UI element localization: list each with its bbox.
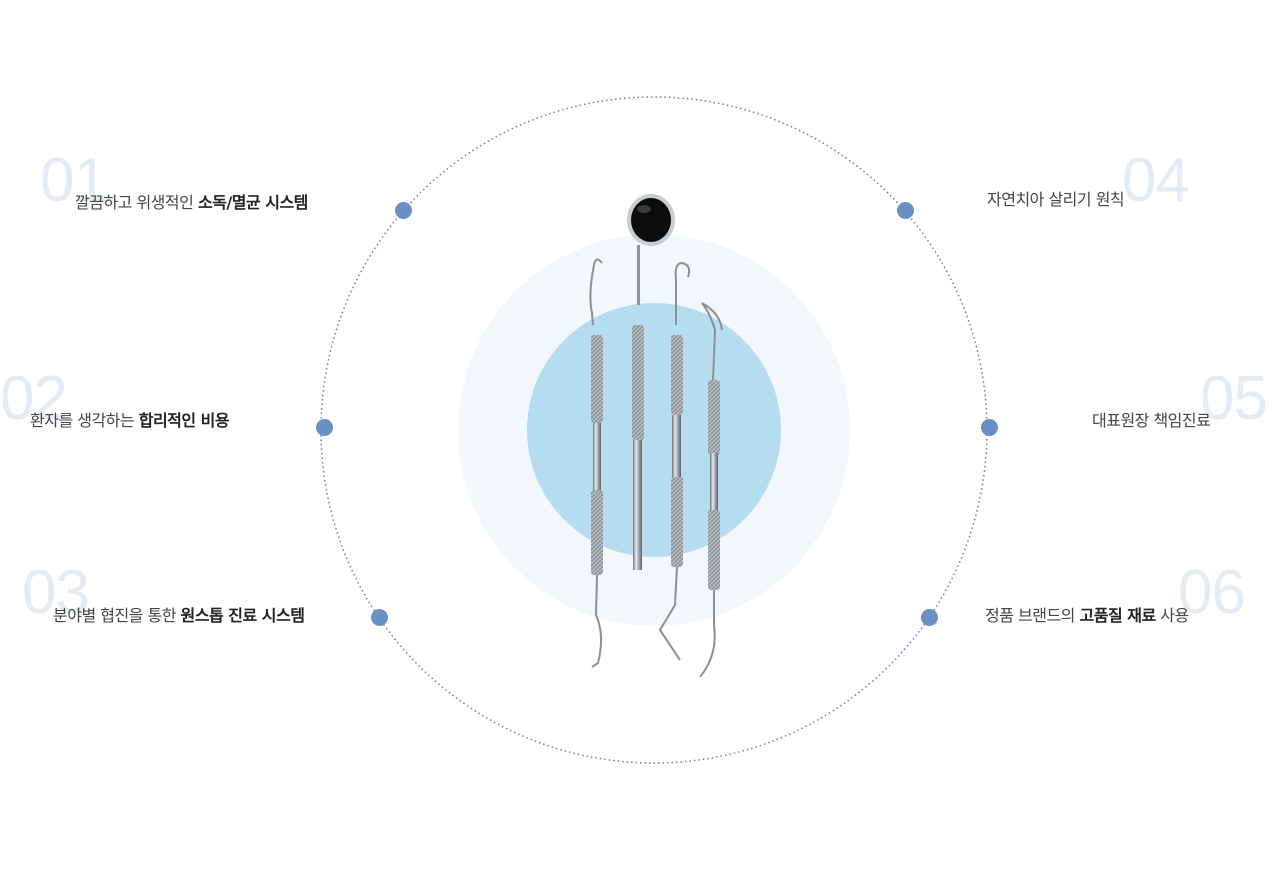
feature-highlight: 소독/멸균 시스템 — [197, 193, 308, 212]
scaler-tool — [699, 302, 723, 678]
feature-label: 환자를 생각하는 합리적인 비용 — [30, 411, 230, 430]
feature-05: 05 대표원장 책임진료 — [856, 368, 1276, 438]
feature-text: 정품 브랜드의 — [985, 606, 1080, 625]
ring-dot-05 — [981, 419, 998, 436]
feature-number: 04 — [1122, 146, 1190, 215]
feature-highlight: 고품질 재료 — [1079, 606, 1157, 625]
feature-01: 01 깔끔하고 위생적인 소독/멸균 시스템 — [0, 150, 420, 220]
feature-text: 깔끔하고 위생적인 — [75, 193, 198, 212]
feature-label: 자연치아 살리기 원칙 — [987, 190, 1125, 209]
feature-number: 05 — [1200, 364, 1268, 433]
mouth-mirror-tool — [627, 194, 675, 570]
explorer-tool-1 — [589, 258, 603, 668]
feature-highlight: 원스톱 진료 시스템 — [180, 606, 305, 625]
feature-number: 06 — [1178, 558, 1246, 627]
feature-highlight: 합리적인 비용 — [138, 411, 230, 430]
ring-dot-06 — [921, 609, 938, 626]
ring-dot-03 — [371, 609, 388, 626]
ring-dot-04 — [897, 202, 914, 219]
feature-06: 06 정품 브랜드의 고품질 재료 사용 — [856, 562, 1276, 632]
feature-text: 자연치아 살리기 원칙 — [987, 190, 1125, 209]
feature-text: 대표원장 책임진료 — [1092, 411, 1211, 430]
feature-03: 03 분야별 협진을 통한 원스톱 진료 시스템 — [0, 562, 420, 632]
feature-text: 분야별 협진을 통한 — [53, 606, 181, 625]
feature-number: 02 — [0, 364, 68, 433]
dental-tools-icon — [589, 194, 723, 678]
explorer-tool-2 — [658, 261, 691, 661]
feature-04: 04 자연치아 살리기 원칙 — [856, 150, 1276, 220]
feature-label: 정품 브랜드의 고품질 재료 사용 — [985, 608, 1189, 624]
feature-text: 환자를 생각하는 — [30, 411, 139, 430]
feature-number: 01 — [40, 146, 108, 215]
feature-label: 깔끔하고 위생적인 소독/멸균 시스템 — [75, 195, 308, 211]
feature-02: 02 환자를 생각하는 합리적인 비용 — [0, 368, 420, 438]
feature-number: 03 — [22, 558, 90, 627]
ring-dot-01 — [395, 202, 412, 219]
feature-tail: 사용 — [1155, 606, 1189, 625]
ring-dot-02 — [316, 419, 333, 436]
feature-label: 대표원장 책임진료 — [1092, 411, 1211, 430]
feature-label: 분야별 협진을 통한 원스톱 진료 시스템 — [53, 606, 305, 625]
